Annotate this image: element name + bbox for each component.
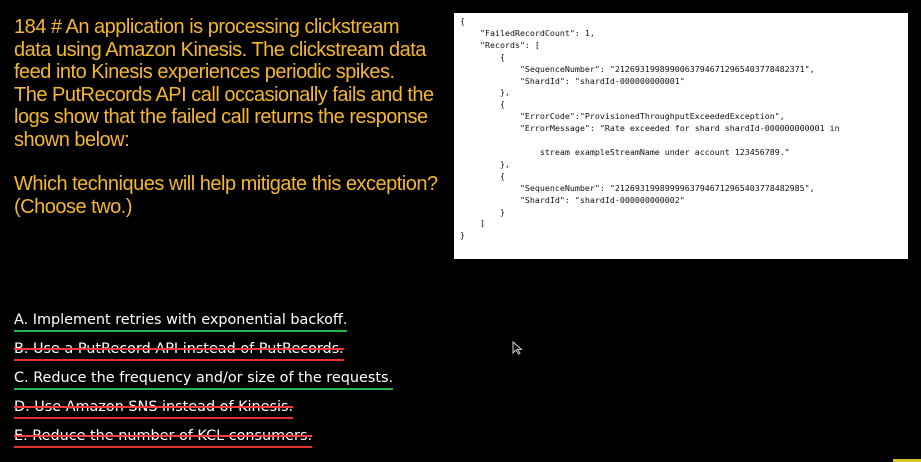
option-c-label: C. Reduce the frequency and/or size of t… [14,368,394,390]
answer-options: A. Implement retries with exponential ba… [14,310,434,455]
option-c[interactable]: C. Reduce the frequency and/or size of t… [14,368,434,397]
response-code-panel: { "FailedRecordCount": 1, "Records": [ {… [454,13,908,259]
option-d-label: D. Use Amazon SNS instead of Kinesis. [14,397,294,419]
option-a-label: A. Implement retries with exponential ba… [14,310,348,332]
option-b-label: B. Use a PutRecord API instead of PutRec… [14,339,344,361]
option-a[interactable]: A. Implement retries with exponential ba… [14,310,434,339]
question-block: 184 # An application is processing click… [14,16,454,218]
option-d[interactable]: D. Use Amazon SNS instead of Kinesis. [14,397,434,426]
option-b[interactable]: B. Use a PutRecord API instead of PutRec… [14,339,434,368]
option-e[interactable]: E. Reduce the number of KCL consumers. [14,426,434,455]
corner-accent [893,459,921,462]
question-text: 184 # An application is processing click… [14,16,434,151]
question-prompt: Which techniques will help mitigate this… [14,173,438,218]
mouse-pointer-icon [512,341,523,355]
option-e-label: E. Reduce the number of KCL consumers. [14,426,313,448]
response-code: { "FailedRecordCount": 1, "Records": [ {… [460,16,840,241]
